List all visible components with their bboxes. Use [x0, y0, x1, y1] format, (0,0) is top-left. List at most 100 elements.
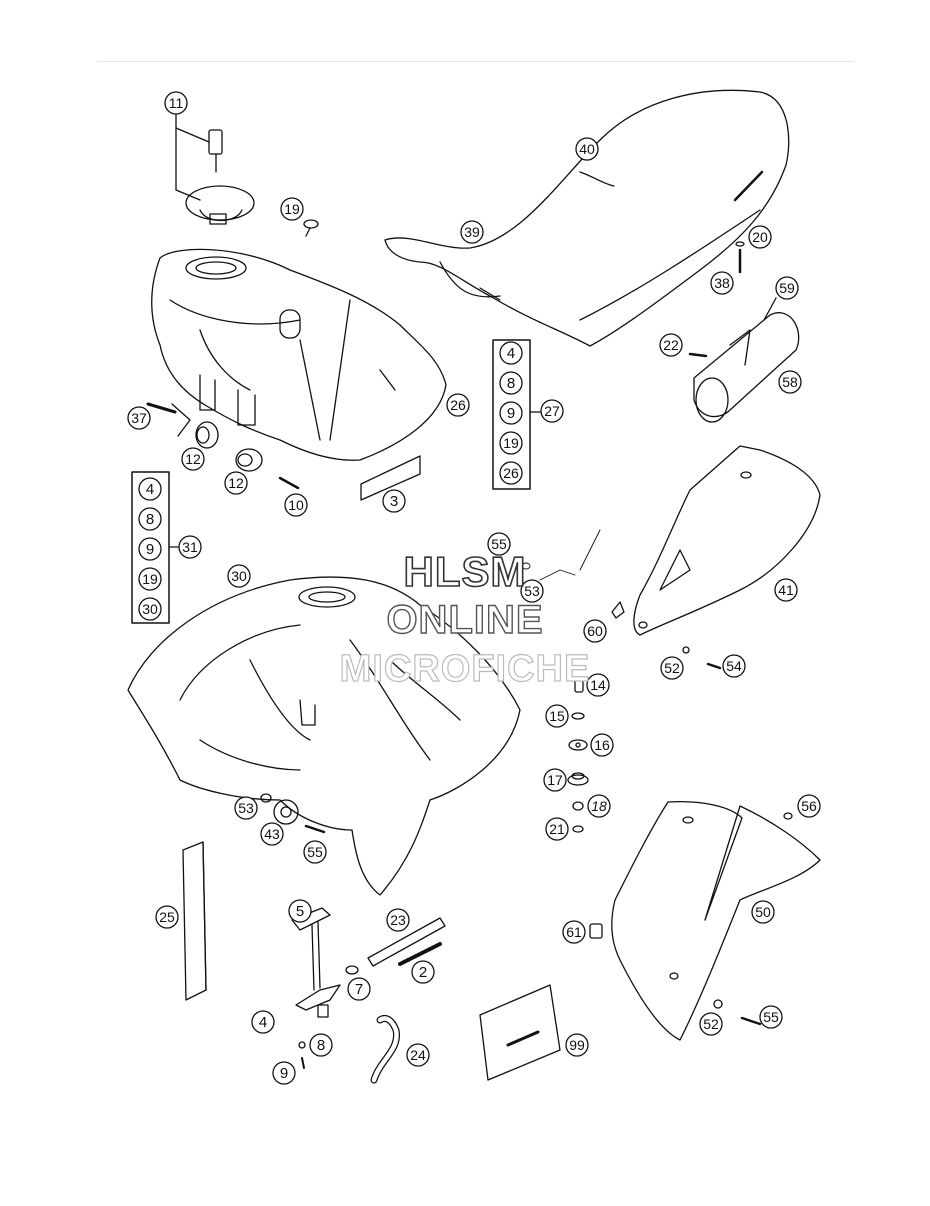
- callout-l38: 38: [710, 271, 734, 295]
- callout-number: 26: [503, 465, 519, 481]
- bolt-38[interactable]: [735, 241, 745, 274]
- callout-number: 38: [714, 275, 730, 291]
- washer-16[interactable]: [568, 739, 588, 751]
- washer-21[interactable]: [572, 825, 584, 833]
- callout-number: 19: [142, 571, 158, 587]
- side-panel-41[interactable]: [633, 445, 821, 636]
- callout-number: 54: [726, 658, 742, 674]
- tool-bag[interactable]: [688, 297, 800, 423]
- callout-box27-1: 8: [499, 371, 523, 395]
- callout-number: 9: [507, 405, 515, 422]
- bushing-12a[interactable]: [195, 421, 219, 449]
- callout-box27-2: 9: [499, 401, 523, 425]
- callout-box27-3: 19: [499, 431, 523, 455]
- watermark-line1: HLSM: [403, 547, 527, 596]
- callout-number: 27: [544, 403, 560, 419]
- watermark-line2: ONLINE: [386, 597, 544, 642]
- screw-55b[interactable]: [304, 824, 326, 834]
- fuel-tap[interactable]: [291, 907, 359, 1069]
- hose-23[interactable]: [367, 917, 446, 967]
- callout-l52a: 52: [660, 656, 684, 680]
- callout-number: 16: [594, 737, 610, 753]
- callout-box31-2: 9: [138, 537, 162, 561]
- callout-number: 4: [507, 345, 515, 362]
- callout-number: 53: [238, 800, 254, 816]
- bolt-37[interactable]: [146, 402, 191, 437]
- screw-54[interactable]: [706, 662, 722, 670]
- clip-61[interactable]: [589, 923, 603, 939]
- nut-53a[interactable]: [260, 793, 272, 803]
- wire-53: [521, 529, 601, 581]
- screw-14[interactable]: [574, 677, 584, 693]
- manual-99[interactable]: [479, 984, 561, 1081]
- watermark-line3: MICROFICHE: [339, 647, 591, 690]
- bracket-60[interactable]: [611, 601, 625, 619]
- callout-l7: 7: [347, 977, 371, 1001]
- callout-l17: 17: [543, 768, 567, 792]
- callout-box27-4: 26: [499, 461, 523, 485]
- callout-number: 60: [587, 623, 603, 639]
- callout-number: 4: [146, 481, 154, 498]
- callout-number: 21: [549, 821, 565, 837]
- screw-10[interactable]: [278, 476, 300, 490]
- callout-number: 23: [390, 912, 406, 928]
- callout-number: 53: [524, 583, 540, 599]
- callout-l18: 18: [587, 794, 611, 818]
- callout-number: 12: [185, 451, 201, 467]
- callout-number: 14: [590, 677, 606, 693]
- callout-number: 61: [566, 924, 582, 940]
- callout-number: 22: [663, 337, 679, 353]
- callout-number: 26: [450, 397, 466, 413]
- callout-l99: 99: [565, 1033, 589, 1057]
- callout-l20: 20: [748, 225, 772, 249]
- callout-l19a: 19: [280, 197, 304, 221]
- callout-number: 25: [159, 909, 175, 925]
- side-cover-50[interactable]: [611, 800, 821, 1041]
- washer-52b[interactable]: [713, 999, 723, 1009]
- callout-number: 37: [131, 410, 147, 426]
- seat[interactable]: [384, 89, 790, 347]
- spring-2[interactable]: [398, 942, 442, 966]
- callout-box31-3: 19: [138, 567, 162, 591]
- grommet-17[interactable]: [567, 772, 589, 786]
- bushing-12b[interactable]: [235, 448, 263, 472]
- callout-number: 5: [296, 903, 304, 920]
- screw-56[interactable]: [783, 812, 793, 820]
- callout-l11: 11: [164, 91, 188, 115]
- fuel-tank-lower[interactable]: [127, 576, 521, 896]
- callout-l23: 23: [386, 908, 410, 932]
- callout-number: 19: [503, 435, 519, 451]
- callout-l61: 61: [562, 920, 586, 944]
- callout-l53b: 53: [234, 796, 258, 820]
- hose-24[interactable]: [370, 1015, 400, 1084]
- callout-number: 40: [579, 141, 595, 157]
- callout-number: 9: [146, 541, 154, 558]
- callout-number: 41: [778, 582, 794, 598]
- callout-number: 19: [284, 201, 300, 217]
- screw-55c[interactable]: [740, 1016, 762, 1026]
- callout-l54: 54: [722, 654, 746, 678]
- callout-l58: 58: [778, 370, 802, 394]
- callout-l55b: 55: [303, 840, 327, 864]
- callout-l30: 30: [227, 564, 251, 588]
- callout-l26: 26: [446, 393, 470, 417]
- fuel-cap[interactable]: [175, 114, 255, 225]
- screw-19[interactable]: [303, 219, 319, 237]
- washer-15[interactable]: [571, 712, 585, 720]
- fuel-tank-upper[interactable]: [151, 248, 447, 461]
- callout-l10: 10: [284, 493, 308, 517]
- callout-number: 55: [491, 536, 507, 552]
- strip-25[interactable]: [182, 841, 207, 1001]
- callout-l60: 60: [583, 619, 607, 643]
- callout-l40: 40: [575, 137, 599, 161]
- callout-l15: 15: [545, 704, 569, 728]
- washer-52a[interactable]: [682, 646, 690, 654]
- spacer-43[interactable]: [273, 799, 299, 825]
- callout-l21: 21: [545, 817, 569, 841]
- callout-box31-0: 4: [138, 477, 162, 501]
- decal-3[interactable]: [360, 455, 421, 501]
- nut-18[interactable]: [572, 801, 584, 811]
- callout-l52b: 52: [699, 1012, 723, 1036]
- callout-number: 8: [146, 511, 154, 528]
